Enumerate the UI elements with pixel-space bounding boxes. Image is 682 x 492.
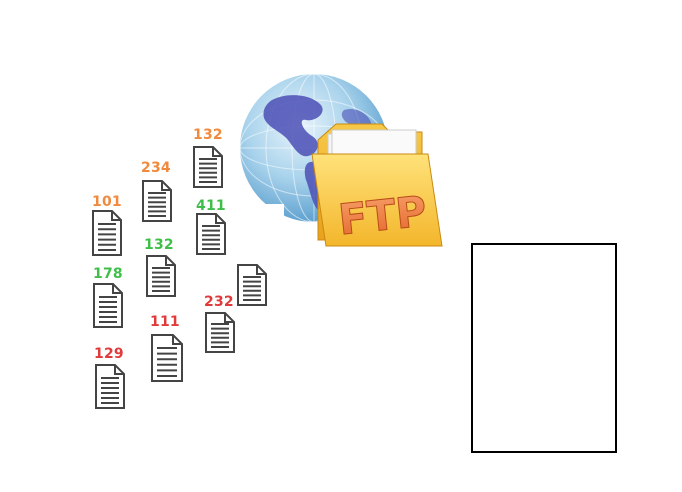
- document-label: 232: [204, 294, 234, 310]
- document-icon[interactable]: [151, 334, 183, 382]
- document-icon[interactable]: [205, 312, 235, 353]
- document-label: 411: [196, 198, 226, 214]
- document-icon[interactable]: [146, 255, 176, 297]
- ftp-text: FTP: [336, 186, 429, 244]
- document-icon[interactable]: [193, 146, 223, 188]
- document-icon[interactable]: [237, 264, 267, 306]
- document-label: 111: [150, 314, 180, 330]
- document-label: 132: [193, 127, 223, 143]
- drop-zone[interactable]: [471, 243, 617, 453]
- document-icon[interactable]: [95, 364, 125, 409]
- document-icon[interactable]: [142, 180, 172, 222]
- document-label: 101: [92, 194, 122, 210]
- document-label: 234: [141, 160, 171, 176]
- document-icon[interactable]: [196, 213, 226, 255]
- document-icon[interactable]: [93, 283, 123, 328]
- document-label: 132: [144, 237, 174, 253]
- document-label: 129: [94, 346, 124, 362]
- ftp-globe-folder-icon: FTP: [232, 70, 452, 260]
- document-label: 178: [93, 266, 123, 282]
- document-icon[interactable]: [92, 210, 122, 256]
